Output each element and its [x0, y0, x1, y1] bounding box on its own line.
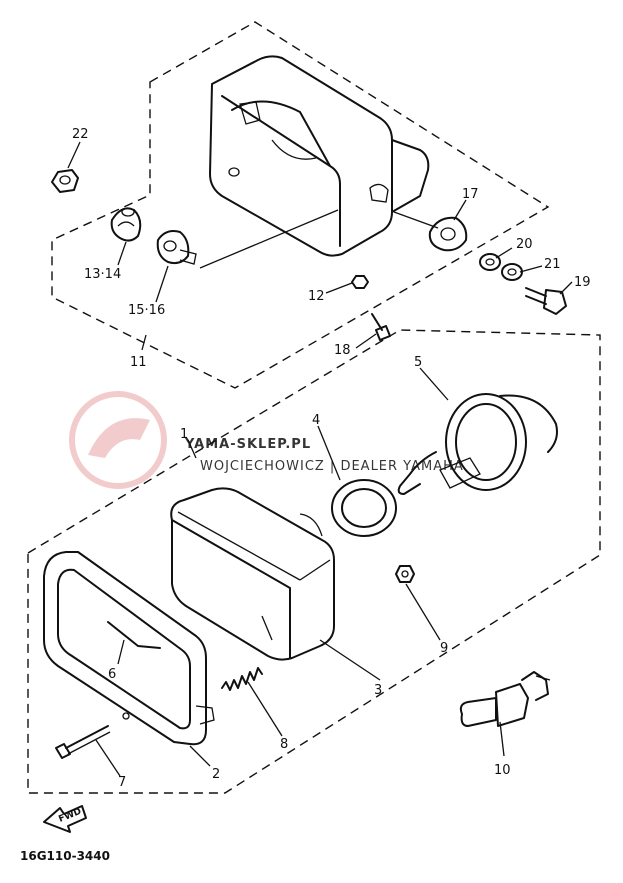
screw-7: [55, 725, 111, 759]
callout-17: 17: [462, 187, 479, 202]
callout-1: 1: [180, 427, 188, 442]
callout-12: 12: [308, 289, 325, 304]
spring-8: [221, 667, 263, 691]
callout-22: 22: [72, 127, 89, 142]
callout-3: 3: [374, 683, 382, 698]
nut-12: [351, 275, 369, 289]
grommet-13-14: [110, 207, 142, 242]
callouts: 22 13·14 15·16 12 18 17 20 21 19 11 1 5 …: [72, 127, 591, 790]
callout-21: 21: [544, 257, 561, 272]
spring-washer-21: [501, 263, 523, 281]
callout-8: 8: [280, 737, 288, 752]
nut-9: [395, 565, 415, 583]
grommet-17: [393, 211, 468, 252]
watermark-logo-icon: [69, 391, 167, 489]
callout-6: 6: [108, 667, 116, 682]
callout-7: 7: [118, 775, 126, 790]
headlight-group-boundary: [27, 329, 601, 794]
watermark-name: YAMA-SKLEP.PL: [184, 437, 311, 452]
nut-22: [51, 169, 79, 193]
housing-group-boundary: [51, 21, 550, 389]
callout-5: 5: [414, 355, 422, 370]
leader-lines: [67, 141, 573, 777]
forward-arrow-icon: FWD: [43, 805, 87, 833]
callout-19: 19: [574, 275, 591, 290]
headlight-rim-2: [43, 551, 215, 746]
callout-9: 9: [440, 641, 448, 656]
watermark: YAMA-SKLEP.PL WOJCIECHOWICZ | DEALER YAM…: [69, 391, 464, 489]
headlight-case: [199, 55, 430, 269]
callout-15-16: 15·16: [128, 303, 165, 318]
washer-20: [479, 253, 501, 271]
callout-18: 18: [334, 343, 351, 358]
headlight-unit-3: [170, 487, 335, 661]
callout-20: 20: [516, 237, 533, 252]
callout-2: 2: [212, 767, 220, 782]
callout-4: 4: [312, 413, 320, 428]
callout-13-14: 13·14: [84, 267, 121, 282]
diagram-code: 16G110-3440: [20, 849, 110, 863]
headlight-socket-5: [397, 393, 558, 495]
callout-11: 11: [130, 355, 147, 370]
socket-15-16: [156, 230, 197, 265]
watermark-subtitle: WOJCIECHOWICZ | DEALER YAMAHA: [200, 459, 464, 474]
callout-10: 10: [494, 763, 511, 778]
ring-4: [331, 479, 397, 537]
headlight-bulb-10: [459, 671, 551, 727]
bolt-19: [525, 287, 567, 315]
screw-18: [371, 313, 391, 341]
